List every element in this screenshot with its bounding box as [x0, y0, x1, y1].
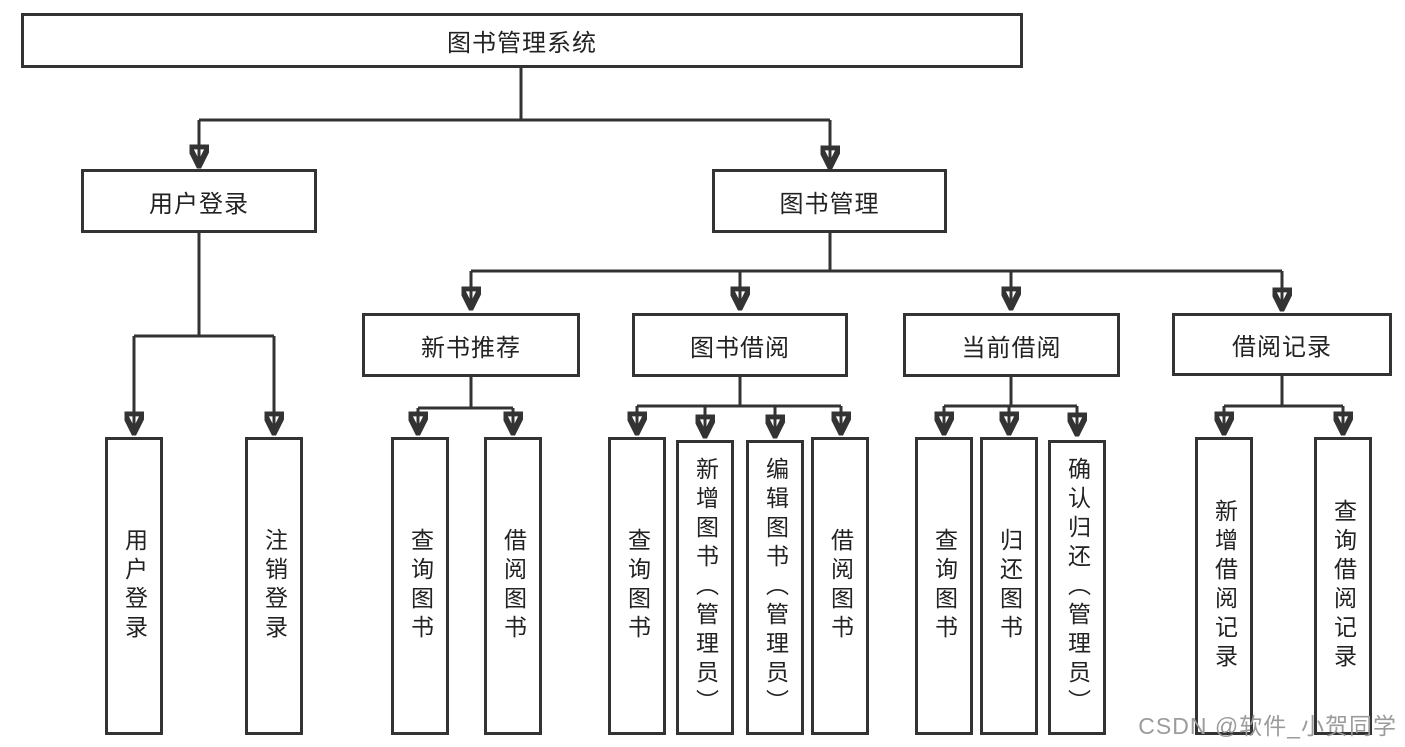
- node-leaf-br-query-record: 查询借阅记录: [1314, 437, 1372, 735]
- node-leaf-cb-return-books: 归还图书: [980, 437, 1038, 735]
- node-current-borrowing: 当前借阅: [903, 313, 1120, 377]
- node-leaf-bb-edit-books-admin: 编辑图书（管理员）: [746, 440, 804, 735]
- node-user-login: 用户登录: [81, 169, 317, 233]
- node-library-management-system: 图书管理系统: [21, 13, 1023, 68]
- csdn-watermark: CSDN @软件_小贺同学: [1138, 713, 1397, 739]
- node-book-borrowing: 图书借阅: [632, 313, 848, 377]
- node-leaf-bb-query-books: 查询图书: [608, 437, 666, 735]
- connector-root-stem: [199, 68, 830, 122]
- node-leaf-cb-query-books: 查询图书: [915, 437, 973, 735]
- connector-bookmgmt-stem: [471, 233, 1282, 273]
- node-leaf-logout: 注销登录: [245, 437, 303, 735]
- node-leaf-bb-borrow-books: 借阅图书: [811, 437, 869, 735]
- connector-borrowrecords-stem: [1224, 375, 1343, 408]
- node-new-book-recommendation: 新书推荐: [362, 313, 580, 377]
- node-leaf-nb-borrow-books: 借阅图书: [484, 437, 542, 735]
- connector-newbookrec-stem: [418, 377, 513, 410]
- node-leaf-user-login: 用户登录: [105, 437, 163, 735]
- node-leaf-br-add-record: 新增借阅记录: [1195, 437, 1253, 735]
- connector-currentborrow-stem: [944, 377, 1077, 408]
- node-leaf-bb-add-books-admin: 新增图书（管理员）: [676, 440, 734, 735]
- node-leaf-nb-query-books: 查询图书: [391, 437, 449, 735]
- node-leaf-cb-confirm-return-admin: 确认归还（管理员）: [1048, 440, 1106, 735]
- node-borrowing-records: 借阅记录: [1172, 313, 1392, 376]
- node-book-management: 图书管理: [712, 169, 947, 233]
- connector-userlogin-stem: [134, 233, 274, 338]
- connector-bookborrow-stem: [637, 377, 841, 408]
